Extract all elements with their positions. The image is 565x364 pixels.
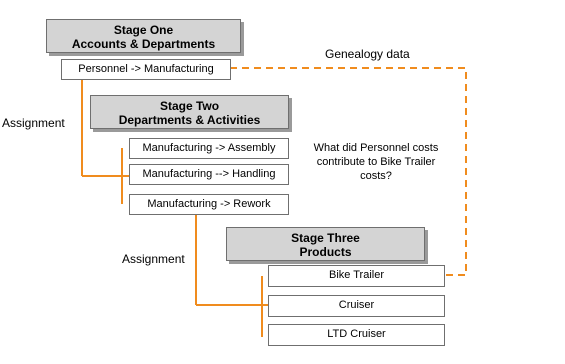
- stage-two-title: Stage Two: [159, 99, 220, 113]
- personnel-manufacturing-box: Personnel -> Manufacturing: [61, 59, 231, 80]
- genealogy-data-label: Genealogy data: [325, 47, 410, 61]
- stage-one-box: Stage One Accounts & Departments: [46, 19, 241, 53]
- stage-two-subtitle: Departments & Activities: [118, 113, 261, 127]
- bike-trailer-box: Bike Trailer: [268, 265, 445, 287]
- stage-three-box: Stage Three Products: [226, 227, 425, 261]
- question-line-3: costs?: [360, 170, 392, 182]
- question-line-2: contribute to Bike Trailer: [316, 156, 436, 168]
- stage-one-subtitle: Accounts & Departments: [71, 37, 216, 51]
- question-text: What did Personnel costs contribute to B…: [301, 141, 451, 183]
- manufacturing-handling-box: Manufacturing --> Handling: [129, 164, 289, 185]
- ltd-cruiser-box: LTD Cruiser: [268, 324, 445, 346]
- stage-three-title: Stage Three: [291, 231, 360, 245]
- manufacturing-assembly-box: Manufacturing -> Assembly: [129, 138, 289, 159]
- stage-three-subtitle: Products: [299, 245, 352, 259]
- assignment-label-1: Assignment: [2, 116, 65, 130]
- cruiser-box: Cruiser: [268, 295, 445, 317]
- stage-two-box: Stage Two Departments & Activities: [90, 95, 289, 129]
- stage-one-title: Stage One: [113, 23, 174, 37]
- manufacturing-rework-box: Manufacturing -> Rework: [129, 194, 289, 215]
- assignment-label-2: Assignment: [122, 252, 185, 266]
- genealogy-dashed-path: [230, 67, 467, 276]
- question-line-1: What did Personnel costs: [313, 142, 439, 154]
